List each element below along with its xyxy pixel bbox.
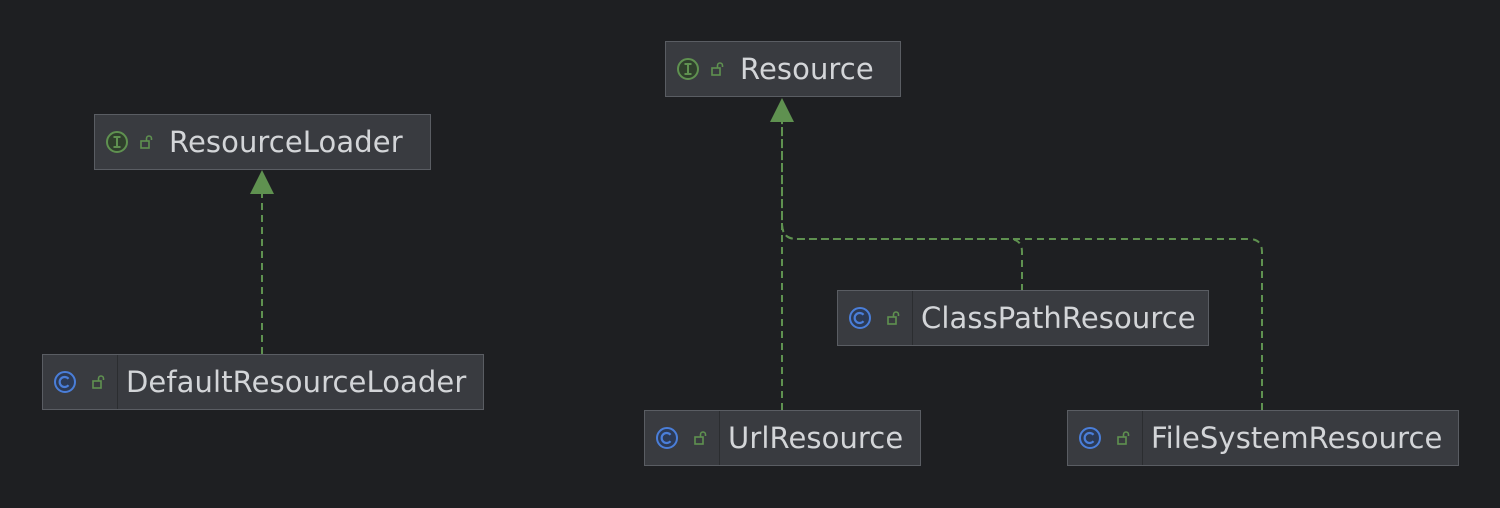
class-icon [54, 371, 76, 393]
arrowhead-resource [770, 98, 794, 122]
class-icon [656, 427, 678, 449]
node-label: DefaultResourceLoader [126, 364, 467, 399]
node-urlresource[interactable]: UrlResource [644, 410, 921, 466]
node-defaultresourceloader[interactable]: DefaultResourceLoader [42, 354, 484, 410]
interface-icon [677, 58, 699, 80]
public-unlock-icon [711, 62, 724, 76]
arrowhead-resourceloader [250, 170, 274, 194]
class-icon [1079, 427, 1101, 449]
node-label: ResourceLoader [169, 124, 403, 159]
node-separator [912, 291, 913, 345]
node-label: ClassPathResource [921, 300, 1196, 335]
node-filesystemresource[interactable]: FileSystemResource [1067, 410, 1459, 466]
node-label: Resource [740, 51, 874, 86]
public-unlock-icon [694, 431, 707, 445]
node-separator [719, 411, 720, 465]
node-classpathresource[interactable]: ClassPathResource [837, 290, 1209, 346]
interface-icon [106, 131, 128, 153]
public-unlock-icon [1117, 431, 1130, 445]
node-label: FileSystemResource [1151, 420, 1443, 455]
public-unlock-icon [140, 135, 153, 149]
node-resource[interactable]: Resource [665, 41, 901, 97]
public-unlock-icon [92, 375, 105, 389]
node-label: UrlResource [728, 420, 904, 455]
edge-filesystemresource-resource [781, 223, 1263, 410]
node-resourceloader[interactable]: ResourceLoader [94, 114, 431, 170]
node-separator [117, 355, 118, 409]
public-unlock-icon [887, 311, 900, 325]
node-separator [1142, 411, 1143, 465]
edge-classpathresource-resource [781, 122, 1023, 291]
class-icon [849, 307, 871, 329]
